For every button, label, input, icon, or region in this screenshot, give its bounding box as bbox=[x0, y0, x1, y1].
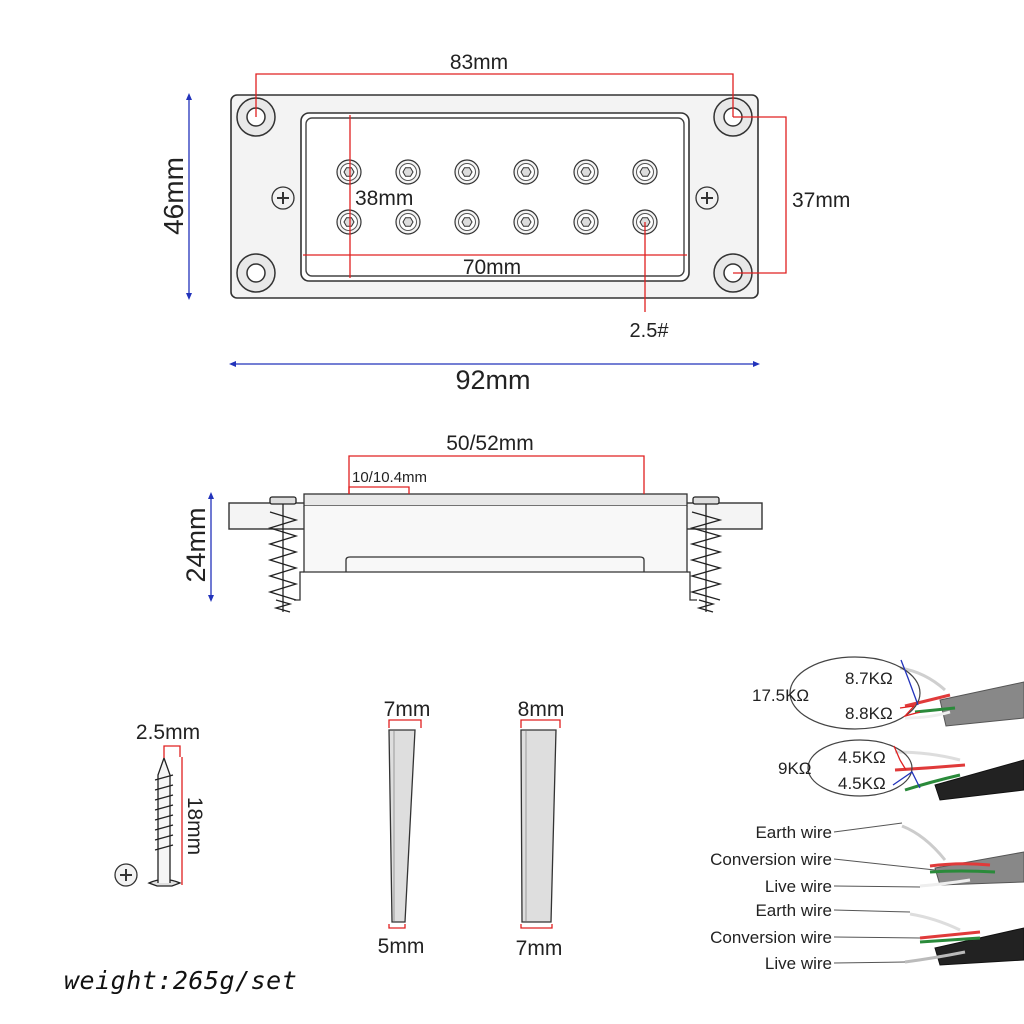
dim-37mm: 37mm bbox=[792, 189, 850, 212]
shim2-top: 8mm bbox=[518, 698, 565, 721]
height-screw bbox=[695, 186, 719, 210]
dim-10-104mm: 10/10.4mm bbox=[352, 469, 427, 486]
pickup-body-side bbox=[303, 506, 688, 573]
wire2-conversion: Conversion wire bbox=[710, 928, 832, 947]
mount-tab-right bbox=[687, 571, 697, 601]
dim-50-52mm: 50/52mm bbox=[446, 432, 534, 455]
screw-length: 18mm bbox=[183, 797, 206, 855]
dim-70mm: 70mm bbox=[463, 256, 521, 279]
res-8-8k: 8.8KΩ bbox=[845, 704, 893, 723]
shim1-bottom: 5mm bbox=[378, 935, 425, 958]
mount-tab-left bbox=[294, 571, 304, 601]
shim-8-7: 8mm 7mm bbox=[516, 698, 565, 960]
pickup-cover-inner bbox=[305, 117, 685, 277]
cable-1 bbox=[939, 681, 1024, 727]
screw-diameter: 2.5mm bbox=[136, 721, 200, 744]
dim-lines-red bbox=[255, 73, 787, 312]
weight-label: weight:265g/set bbox=[64, 966, 298, 995]
shim1-top: 7mm bbox=[384, 698, 431, 721]
bracket-group1 bbox=[789, 656, 921, 730]
dim-46mm: 46mm bbox=[158, 157, 189, 235]
dim-83mm: 83mm bbox=[450, 51, 508, 74]
cable-2 bbox=[934, 759, 1024, 801]
mount-hole bbox=[236, 253, 276, 293]
pickup-cover bbox=[300, 112, 690, 282]
dim-38mm: 38mm bbox=[355, 187, 413, 210]
pole-size-label: 2.5# bbox=[630, 320, 670, 342]
cable-3 bbox=[934, 851, 1024, 886]
wiring-diagram: 17.5KΩ 8.7KΩ 8.8KΩ 9KΩ 4.5KΩ 4.5KΩ Eart bbox=[710, 656, 1024, 973]
dim-lines-blue bbox=[186, 93, 760, 367]
wire1-conversion: Conversion wire bbox=[710, 850, 832, 869]
wood-screw: 2.5mm 18mm bbox=[114, 721, 206, 887]
wire2-live: Live wire bbox=[765, 954, 832, 973]
top-view: 83mm 46mm 38mm 37mm 70mm 2.5# 92mm bbox=[158, 51, 850, 395]
screw-spring-right bbox=[689, 496, 723, 613]
wire1-earth: Earth wire bbox=[755, 823, 832, 842]
height-screw bbox=[271, 186, 295, 210]
shim-7-5: 7mm 5mm bbox=[378, 698, 431, 958]
res-8-7k: 8.7KΩ bbox=[845, 669, 893, 688]
res-9k: 9KΩ bbox=[778, 759, 812, 778]
res-4-5k-b: 4.5KΩ bbox=[838, 774, 886, 793]
res-4-5k-a: 4.5KΩ bbox=[838, 748, 886, 767]
side-view: 50/52mm 10/10.4mm 24mm bbox=[181, 432, 763, 613]
res-17-5k: 17.5KΩ bbox=[752, 686, 809, 705]
screw-spring-left bbox=[267, 496, 299, 613]
cable-4 bbox=[934, 927, 1024, 966]
dim-24mm: 24mm bbox=[181, 507, 211, 582]
wire2-earth: Earth wire bbox=[755, 901, 832, 920]
shim2-bottom: 7mm bbox=[516, 937, 563, 960]
dim-92mm: 92mm bbox=[455, 365, 530, 395]
dim-lines-red-side bbox=[348, 455, 645, 494]
bracket-group2 bbox=[807, 739, 913, 797]
baseplate-side bbox=[345, 556, 645, 572]
screw-head-icon bbox=[114, 863, 138, 887]
cover-top-side bbox=[303, 493, 688, 507]
dim-lines-blue-side bbox=[208, 492, 214, 602]
wire1-live: Live wire bbox=[765, 877, 832, 896]
